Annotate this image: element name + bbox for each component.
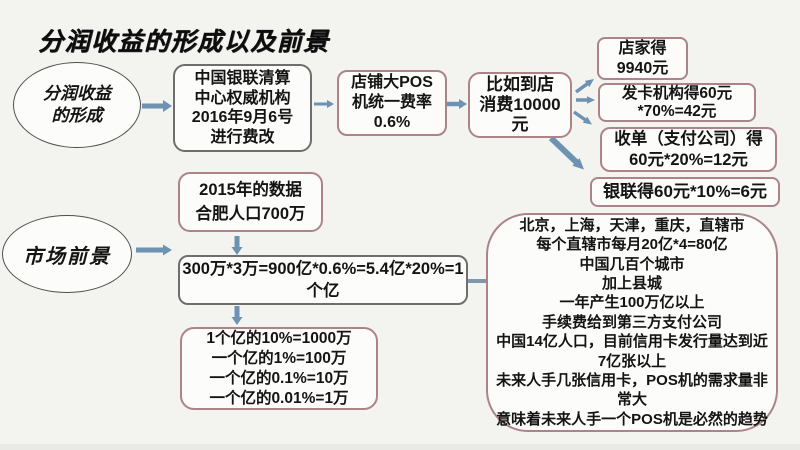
text-line: 常大: [616, 391, 647, 409]
text-line: 中国银联清算: [194, 70, 291, 87]
ellipse-profit-formation: 分润收益的形成: [13, 62, 141, 148]
text-line: 中心权威机构: [194, 89, 291, 107]
market-outlook-label: 市场前景: [23, 245, 111, 268]
text-line: 一个亿的0.1%=10万: [209, 369, 349, 387]
box-unionpay-share: 银联得60元*10%=6元: [590, 177, 780, 207]
text-line: 一个亿的1%=100万: [211, 349, 347, 367]
text-line: 的形成: [51, 106, 103, 125]
text-line: 发卡机构得60元: [621, 84, 733, 102]
text-line: 分润收益: [43, 84, 111, 103]
arrow-example-to-merchant: [574, 79, 594, 94]
text-line: 7亿张以上: [597, 352, 667, 370]
arrow-2015-to-calc: [231, 236, 243, 255]
arrow-example-to-unionpay: [548, 135, 584, 170]
text-line: 9940元: [616, 59, 669, 77]
box-market-calculation: 300万*3万=900亿*0.6%=5.4亿*20%=1 个亿: [178, 255, 468, 305]
text-line: 300万*3万=900亿*0.6%=5.4亿*20%=1: [182, 260, 464, 278]
box-pos-rate: 店铺大POS 机统一费率 0.6%: [337, 70, 447, 136]
text-line: 未来人手几张信用卡，POS机的需求量非: [496, 372, 768, 390]
text-line: 2015年的数据: [199, 181, 302, 199]
arrow-rate-to-example: [446, 99, 467, 109]
unionpay-share-text: 银联得60元*10%=6元: [603, 182, 767, 201]
text-line: 店铺大POS: [351, 74, 433, 91]
text-line: 中国14亿人口，目前信用卡发行量达到近: [496, 333, 768, 351]
box-percentage-breakdown: 1个亿的10%=1000万一个亿的1%=100万一个亿的0.1%=10万一个亿的…: [180, 327, 378, 410]
text-line: 机统一费率: [351, 94, 432, 111]
text-line: 合肥人口700万: [195, 205, 306, 223]
text-line: 手续费给到第三方支付公司: [541, 313, 722, 331]
text-line: 一个亿的0.01%=1万: [209, 389, 349, 407]
text-line: 每个直辖市每月20亿*4=80亿: [536, 236, 728, 254]
text-line: 中国几百个城市: [579, 255, 685, 273]
text-line: 店家得: [618, 40, 667, 57]
arrow-example-to-issuer: [576, 96, 595, 104]
text-line: 消费10000: [479, 95, 561, 114]
page-title: 分润收益的形成以及前景: [38, 28, 330, 56]
text-line: *70%=42元: [637, 102, 717, 120]
box-acquirer-share: 收单（支付公司）得 60元*20%=12元: [600, 127, 777, 172]
arrow-market-to-calc: [136, 244, 172, 256]
ellipse-market-outlook: 市场前景: [2, 215, 132, 293]
box-issuer-share: 发卡机构得60元*70%=42元: [598, 83, 756, 122]
text-line: 进行费改: [210, 128, 275, 146]
text-line: 收单（支付公司）得: [614, 130, 763, 148]
arrow-profit-to-reform: [142, 100, 172, 112]
text-line: 个亿: [306, 282, 340, 300]
text-line: 60元*20%=12元: [629, 150, 748, 169]
bottom-edge-strip: [0, 444, 800, 450]
arrow-calc-to-breakdown: [231, 306, 243, 325]
arrow-example-to-acquirer: [573, 110, 592, 125]
box-merchant-share: 店家得 9940元: [597, 37, 688, 80]
text-line: 加上县城: [601, 274, 662, 292]
text-line: 元: [511, 115, 529, 134]
text-line: 1个亿的10%=1000万: [206, 329, 352, 347]
box-market-prospect-detail: 北京，上海，天津，重庆，直辖市每个直辖市每月20亿*4=80亿中国几百个城市加上…: [486, 213, 778, 432]
text-line: 比如到店: [486, 75, 554, 94]
text-line: 北京，上海，天津，重庆，直辖市: [519, 216, 745, 234]
box-2015-data: 2015年的数据合肥人口700万: [178, 172, 323, 232]
text-line: 意味着未来人手一个POS机是必然的趋势: [496, 410, 768, 428]
box-unionpay-reform: 中国银联清算中心权威机构 2016年9月6号进行费改: [173, 64, 312, 152]
arrow-reform-to-rate: [314, 100, 334, 108]
text-line: 一年产生100万亿以上: [559, 294, 705, 312]
text-line: 2016年9月6号: [191, 109, 294, 126]
text-line: 0.6%: [373, 114, 411, 131]
